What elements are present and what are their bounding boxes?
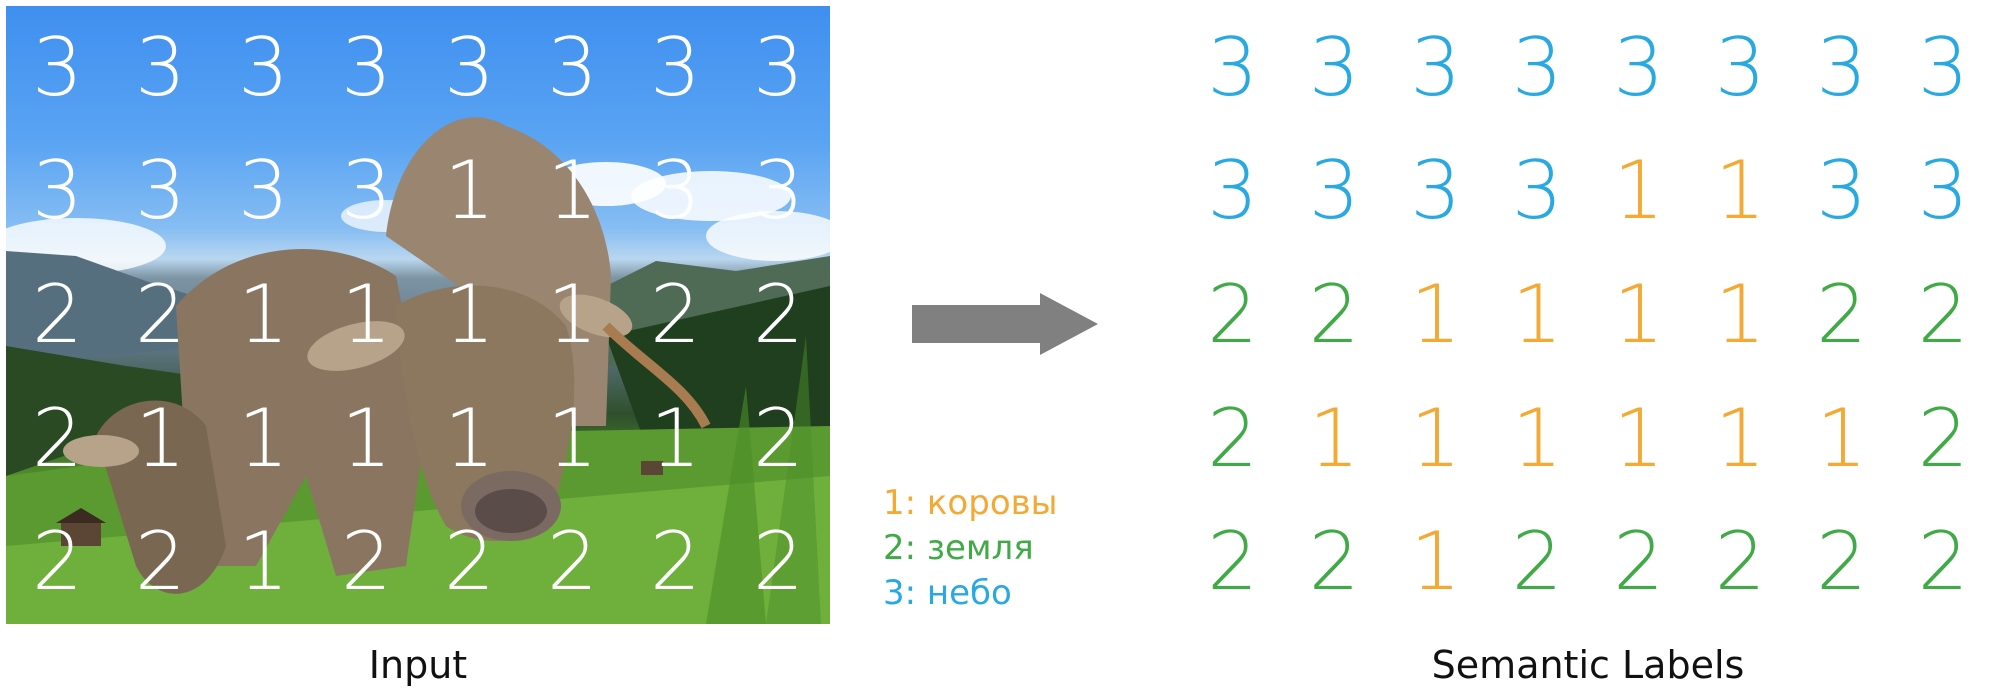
overlay-digit-r4-c0: 2: [32, 515, 83, 609]
right-arrow-icon: [912, 293, 1098, 355]
label-cell-r4-c4: 2: [1613, 515, 1665, 609]
label-cell-r1-c2: 3: [1410, 144, 1462, 238]
overlay-digit-r1-c4: 1: [444, 144, 495, 238]
label-cell-r3-c1: 1: [1308, 391, 1360, 485]
overlay-digit-r4-c5: 2: [547, 515, 598, 609]
label-cell-r4-c0: 2: [1207, 515, 1259, 609]
label-cell-r0-c3: 3: [1511, 20, 1563, 114]
overlay-digit-r3-c3: 1: [341, 391, 392, 485]
overlay-digit-r1-c6: 3: [650, 144, 701, 238]
label-cell-r3-c6: 1: [1816, 391, 1868, 485]
class-legend: 1: коровы 2: земля 3: небо: [883, 481, 1058, 616]
label-cell-r1-c3: 3: [1511, 144, 1563, 238]
overlay-digit-r2-c7: 2: [753, 267, 804, 361]
overlay-digit-r1-c0: 3: [32, 144, 83, 238]
overlay-digit-r4-c3: 2: [341, 515, 392, 609]
overlay-digit-r3-c4: 1: [444, 391, 495, 485]
label-cell-r4-c3: 2: [1511, 515, 1563, 609]
overlay-digit-r0-c3: 3: [341, 20, 392, 114]
legend-item-ground: 2: земля: [883, 528, 1034, 568]
overlay-digit-r3-c6: 1: [650, 391, 701, 485]
label-cell-r0-c7: 3: [1917, 20, 1969, 114]
label-cell-r4-c7: 2: [1917, 515, 1969, 609]
legend-item-sky: 3: небо: [883, 573, 1012, 613]
label-cell-r0-c6: 3: [1816, 20, 1868, 114]
label-cell-r1-c4: 1: [1613, 144, 1665, 238]
overlay-digit-r0-c6: 3: [650, 20, 701, 114]
label-cell-r2-c6: 2: [1816, 267, 1868, 361]
label-cell-r0-c1: 3: [1308, 20, 1360, 114]
overlay-digit-r2-c0: 2: [32, 267, 83, 361]
label-cell-r3-c4: 1: [1613, 391, 1665, 485]
label-cell-r2-c3: 1: [1511, 267, 1563, 361]
overlay-digit-r0-c7: 3: [753, 20, 804, 114]
label-cell-r2-c2: 1: [1410, 267, 1462, 361]
label-cell-r3-c0: 2: [1207, 391, 1259, 485]
overlay-digit-r1-c7: 3: [753, 144, 804, 238]
overlay-digit-r1-c3: 3: [341, 144, 392, 238]
label-cell-r4-c6: 2: [1816, 515, 1868, 609]
label-cell-r1-c1: 3: [1308, 144, 1360, 238]
overlay-digit-r3-c1: 1: [135, 391, 186, 485]
label-cell-r3-c3: 1: [1511, 391, 1563, 485]
overlay-digit-r3-c2: 1: [238, 391, 289, 485]
input-caption: Input: [368, 643, 468, 687]
label-cell-r3-c5: 1: [1714, 391, 1766, 485]
label-cell-r2-c0: 2: [1207, 267, 1259, 361]
label-cell-r4-c1: 2: [1308, 515, 1360, 609]
label-cell-r3-c7: 2: [1917, 391, 1969, 485]
label-cell-r4-c5: 2: [1714, 515, 1766, 609]
label-cell-r2-c5: 1: [1714, 267, 1766, 361]
overlay-digit-r4-c4: 2: [444, 515, 495, 609]
label-cell-r0-c4: 3: [1613, 20, 1665, 114]
label-cell-r0-c0: 3: [1207, 20, 1259, 114]
overlay-digit-r1-c1: 3: [135, 144, 186, 238]
label-cell-r1-c6: 3: [1816, 144, 1868, 238]
overlay-digit-r2-c2: 1: [238, 267, 289, 361]
overlay-digit-r3-c0: 2: [32, 391, 83, 485]
overlay-digit-r0-c5: 3: [547, 20, 598, 114]
overlay-digit-r2-c6: 2: [650, 267, 701, 361]
arrow-shape: [912, 293, 1098, 355]
overlay-digit-r4-c1: 2: [135, 515, 186, 609]
overlay-digit-r0-c1: 3: [135, 20, 186, 114]
label-cell-r2-c1: 2: [1308, 267, 1360, 361]
overlay-digit-r1-c5: 1: [547, 144, 598, 238]
overlay-digit-r0-c2: 3: [238, 20, 289, 114]
overlay-digit-r1-c2: 3: [238, 144, 289, 238]
overlay-digit-r3-c5: 1: [547, 391, 598, 485]
overlay-digit-r4-c7: 2: [753, 515, 804, 609]
label-cell-r2-c4: 1: [1613, 267, 1665, 361]
overlay-digit-r2-c5: 1: [547, 267, 598, 361]
label-cell-r1-c5: 1: [1714, 144, 1766, 238]
overlay-digit-r0-c4: 3: [444, 20, 495, 114]
label-cell-r1-c0: 3: [1207, 144, 1259, 238]
overlay-digit-r4-c2: 1: [238, 515, 289, 609]
overlay-digit-r0-c0: 3: [32, 20, 83, 114]
overlay-digit-r2-c1: 2: [135, 267, 186, 361]
overlay-digit-r2-c4: 1: [444, 267, 495, 361]
cow-photo-illustration: [6, 117, 830, 624]
label-cell-r2-c7: 2: [1917, 267, 1969, 361]
label-cell-r4-c2: 1: [1410, 515, 1462, 609]
overlay-digit-r3-c7: 2: [753, 391, 804, 485]
overlay-digit-r2-c3: 1: [341, 267, 392, 361]
overlay-digit-r4-c6: 2: [650, 515, 701, 609]
label-cell-r1-c7: 3: [1917, 144, 1969, 238]
legend-item-cows: 1: коровы: [883, 483, 1058, 523]
label-cell-r3-c2: 1: [1410, 391, 1462, 485]
label-cell-r0-c5: 3: [1714, 20, 1766, 114]
label-cell-r0-c2: 3: [1410, 20, 1462, 114]
semantic-labels-caption: Semantic Labels: [1431, 643, 1745, 687]
